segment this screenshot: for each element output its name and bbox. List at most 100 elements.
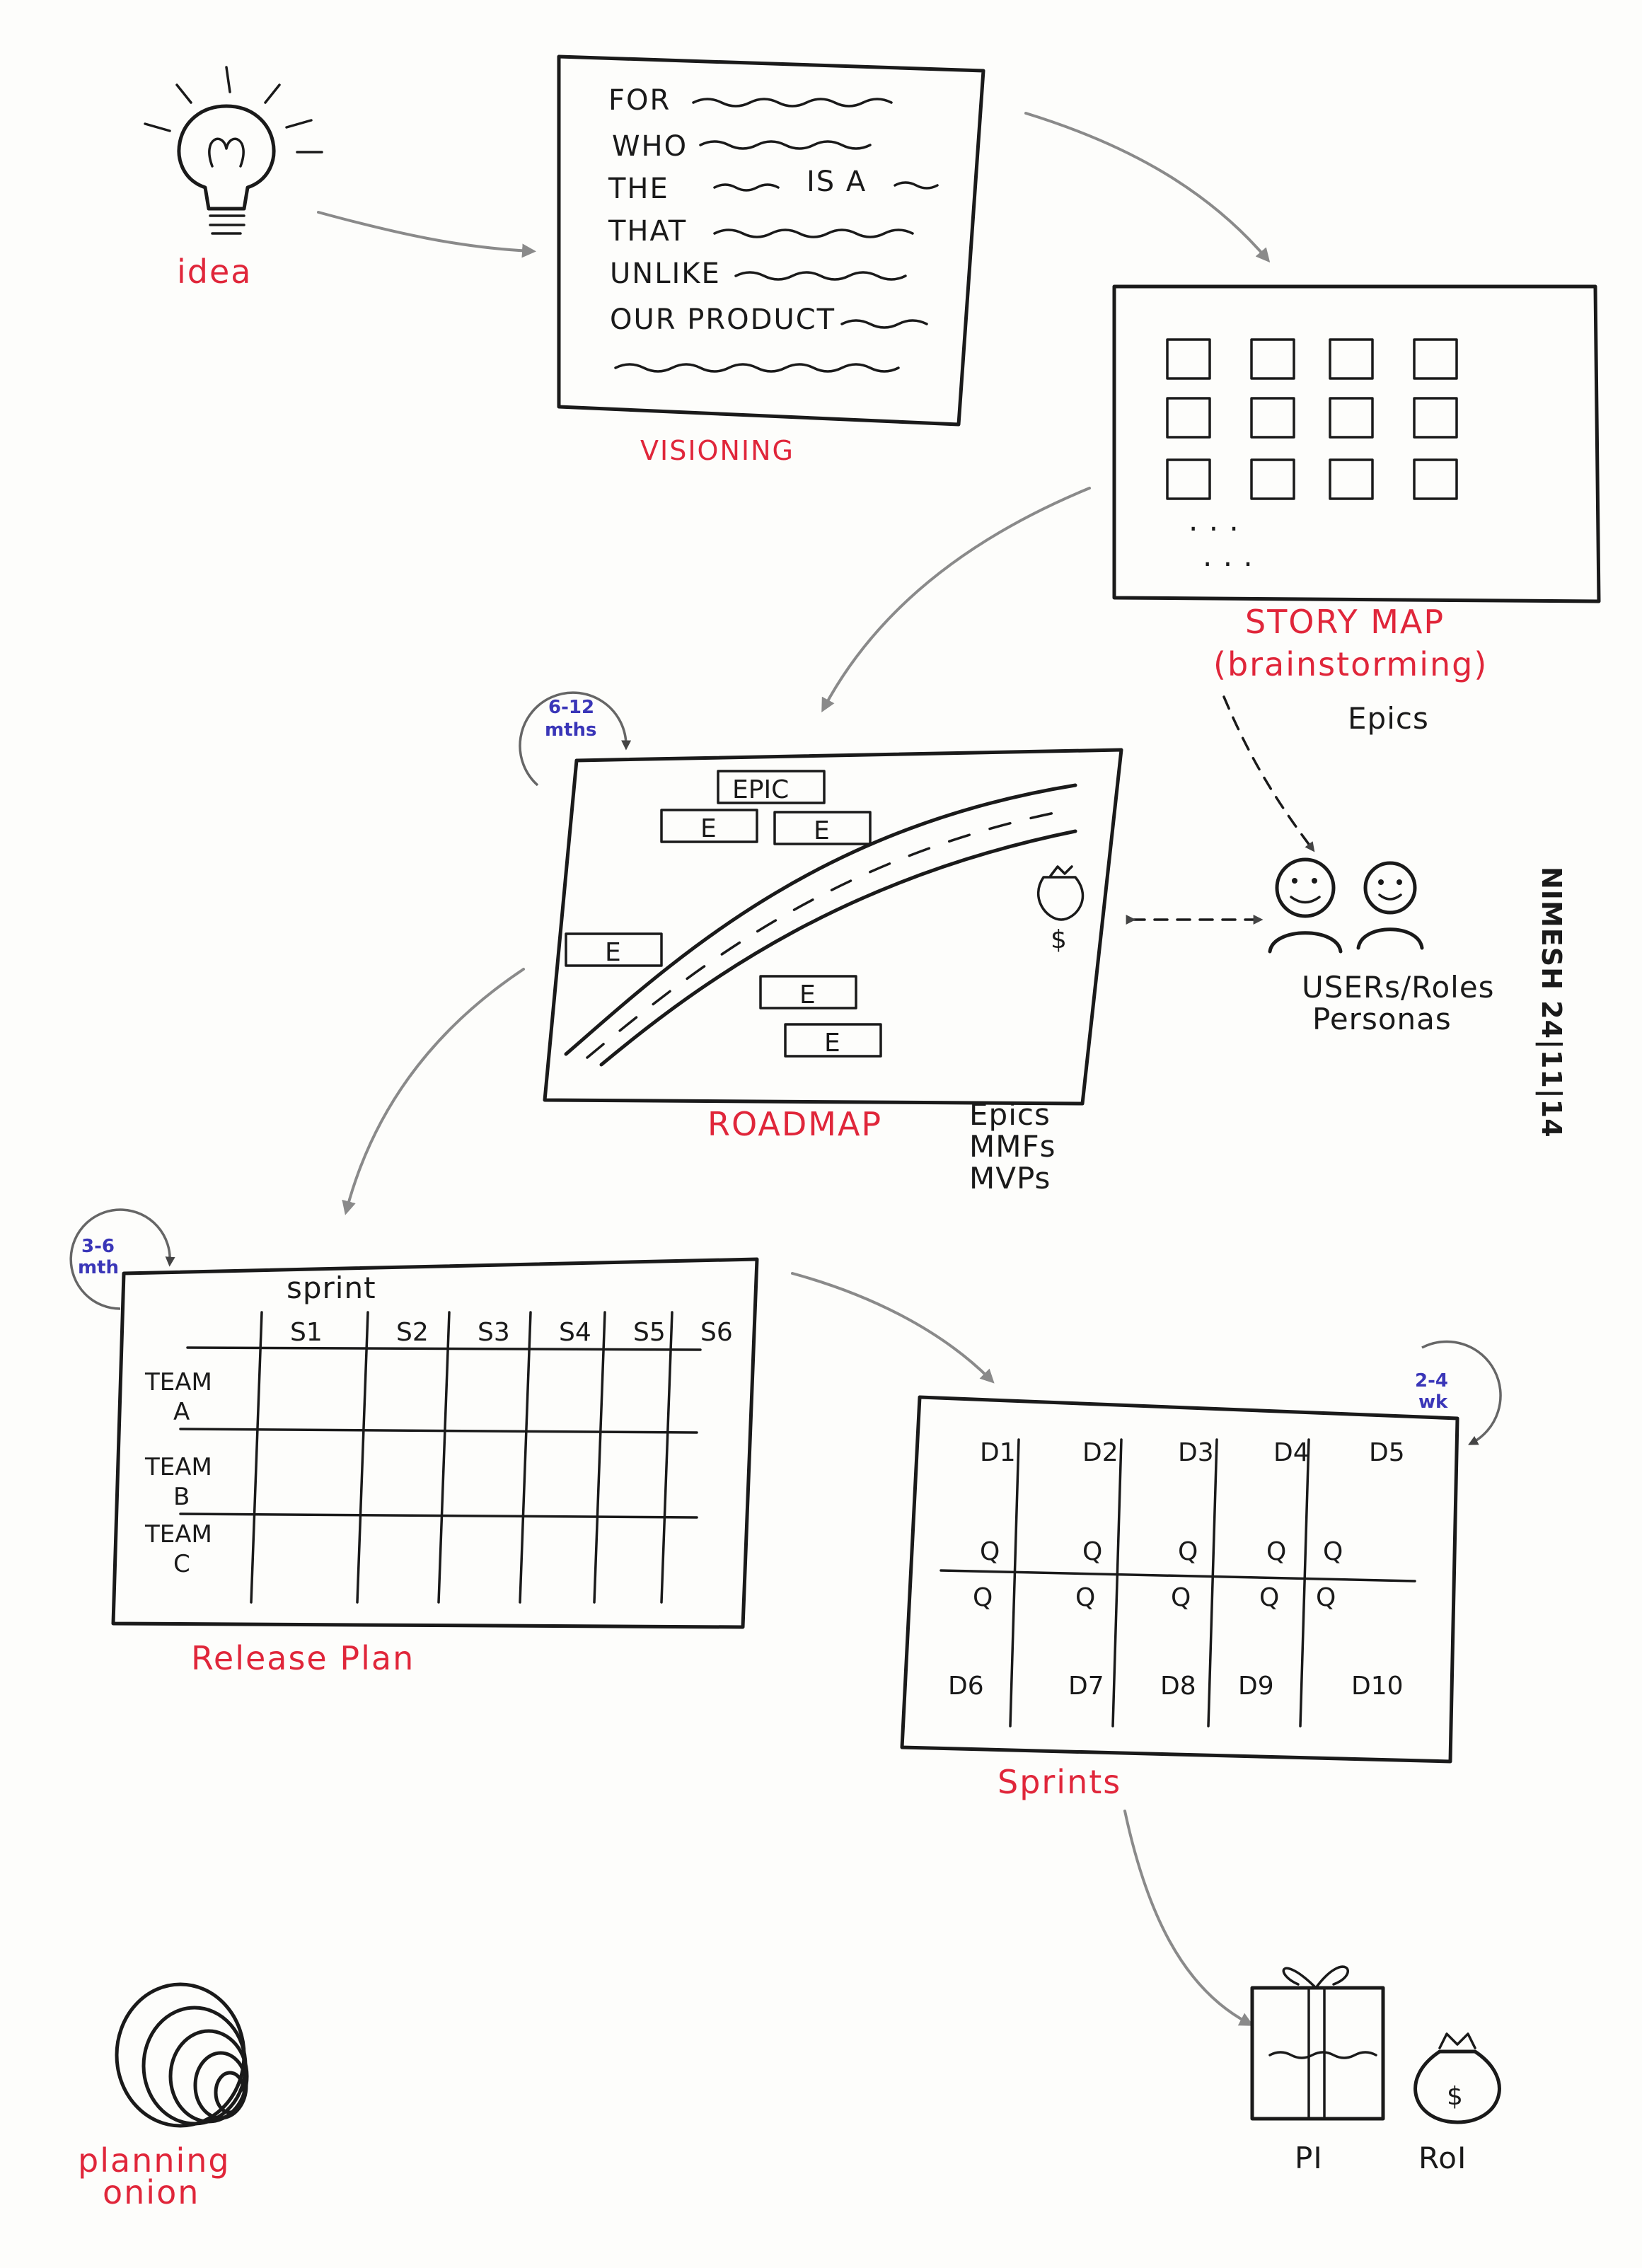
grid-line (1207, 1438, 1218, 1728)
sprint-q-mark: Q (1323, 1537, 1343, 1566)
story-map-label: STORY MAP (1245, 603, 1445, 641)
epic-small-box (784, 1023, 882, 1058)
roadmap-note: Epics (969, 1097, 1051, 1132)
story-map-board (1112, 284, 1601, 603)
epic-small-box (660, 809, 758, 843)
pi-label: PI (1295, 2141, 1323, 2175)
grid-line (939, 1569, 1416, 1583)
grid-line (593, 1311, 606, 1604)
story-card (1413, 458, 1458, 500)
flow-arrow-idea-vision (317, 211, 536, 258)
story-card (1250, 397, 1295, 439)
team-row-label: TEAM (144, 1453, 212, 1481)
sprints-board (900, 1395, 1459, 1764)
sprint-day-label: D2 (1082, 1438, 1118, 1467)
user-icon (1356, 861, 1424, 950)
sprint-day-label: D10 (1351, 1672, 1404, 1701)
flow-arrow-roadmap-release (342, 968, 525, 1215)
roadmap-board (543, 748, 1123, 1106)
sprint-column-header: S5 (633, 1318, 666, 1347)
money-bag-symbol: $ (1447, 2082, 1463, 2111)
story-map-node: . . . . . . STORY MAP (brainstorming) Ep… (1112, 284, 1601, 736)
money-bag-icon: $ (1037, 865, 1085, 954)
link-storymap-users (1222, 695, 1315, 852)
gift-icon (1250, 1965, 1385, 2121)
roadmap-note: MMFs (969, 1129, 1056, 1164)
sprint-q-mark: Q (1171, 1583, 1191, 1612)
sprint-day-label: D1 (980, 1438, 1016, 1467)
grid-line (186, 1346, 702, 1351)
vision-line: THAT (608, 215, 687, 248)
author-signature: NIMESH 24|11|14 (1535, 867, 1567, 1138)
sprint-q-mark: Q (1075, 1583, 1095, 1612)
vision-line: IS A (806, 166, 867, 198)
story-cards (1166, 338, 1458, 500)
release-cycle: mth (78, 1257, 119, 1278)
sprint-day-label: D8 (1160, 1672, 1196, 1701)
epic-box-label: EPIC (732, 775, 789, 804)
vision-line: THE (608, 173, 669, 205)
story-card (1413, 338, 1458, 380)
epic-small-label: E (605, 938, 621, 967)
roadmap-road-upper (564, 783, 1077, 1056)
sprint-day-label: D7 (1068, 1672, 1104, 1701)
sprint-day-label: D6 (948, 1672, 984, 1701)
sprints-label: Sprints (998, 1763, 1121, 1801)
roadmap-road-lower (599, 829, 1077, 1067)
epic-small-box (565, 932, 663, 967)
release-plan-board (111, 1257, 759, 1629)
sprint-q-mark: Q (1259, 1583, 1279, 1612)
flow-arrow-sprints-pi (1123, 1810, 1254, 2026)
team-row-label: C (173, 1550, 190, 1578)
team-row-label: TEAM (144, 1520, 212, 1549)
onion-icon (115, 1982, 249, 2128)
onion-label: planning (78, 2141, 231, 2180)
story-card (1250, 338, 1295, 380)
sprint-column-header: S2 (396, 1318, 429, 1347)
grid-line (1009, 1438, 1020, 1728)
sprint-column-header: S4 (559, 1318, 591, 1347)
grid-line (179, 1512, 698, 1519)
epic-small-label: E (814, 816, 830, 845)
vision-line: UNLIKE (610, 258, 721, 290)
users-label: Personas (1312, 1002, 1452, 1036)
story-card (1166, 458, 1211, 500)
sprint-day-label: D3 (1178, 1438, 1214, 1467)
lightbulb-icon (144, 66, 323, 235)
sprint-q-mark: Q (1316, 1583, 1336, 1612)
outcome-node: PI $ RoI (1250, 1965, 1501, 2175)
roadmap-cycle: 6-12 (548, 697, 594, 718)
release-cycle: 3-6 (81, 1236, 115, 1257)
grid-line (179, 1428, 698, 1434)
sprint-day-label: D5 (1369, 1438, 1405, 1467)
vision-line: WHO (612, 130, 688, 163)
story-card (1250, 458, 1295, 500)
grid-line (660, 1311, 673, 1604)
vision-squiggles (614, 98, 939, 373)
release-plan-label: Release Plan (191, 1639, 415, 1677)
epic-small-box (759, 975, 857, 1009)
onion-ring (214, 2071, 246, 2114)
sprint-q-mark: Q (973, 1583, 993, 1612)
cycle-icon: 3-6 mth (69, 1208, 175, 1310)
flow-arrow-vision-storymap (1024, 112, 1271, 263)
epic-small-label: E (700, 814, 717, 843)
story-card (1329, 338, 1374, 380)
story-map-ellipsis: . . . (1189, 503, 1239, 538)
sprint-day-label: D4 (1273, 1438, 1309, 1467)
grid-line (519, 1311, 532, 1604)
grid-line (356, 1311, 369, 1604)
flow-arrow-storymap-roadmap (821, 487, 1091, 713)
grid-line (1299, 1438, 1310, 1728)
cycle-icon: 2-4 wk (1415, 1340, 1502, 1445)
story-card (1329, 397, 1374, 439)
idea-label: idea (177, 253, 252, 291)
roadmap-cycle: mths (545, 719, 597, 741)
money-bag-icon: $ (1413, 2032, 1501, 2124)
grid-line (437, 1311, 451, 1604)
sprint-cycle: wk (1418, 1392, 1448, 1413)
